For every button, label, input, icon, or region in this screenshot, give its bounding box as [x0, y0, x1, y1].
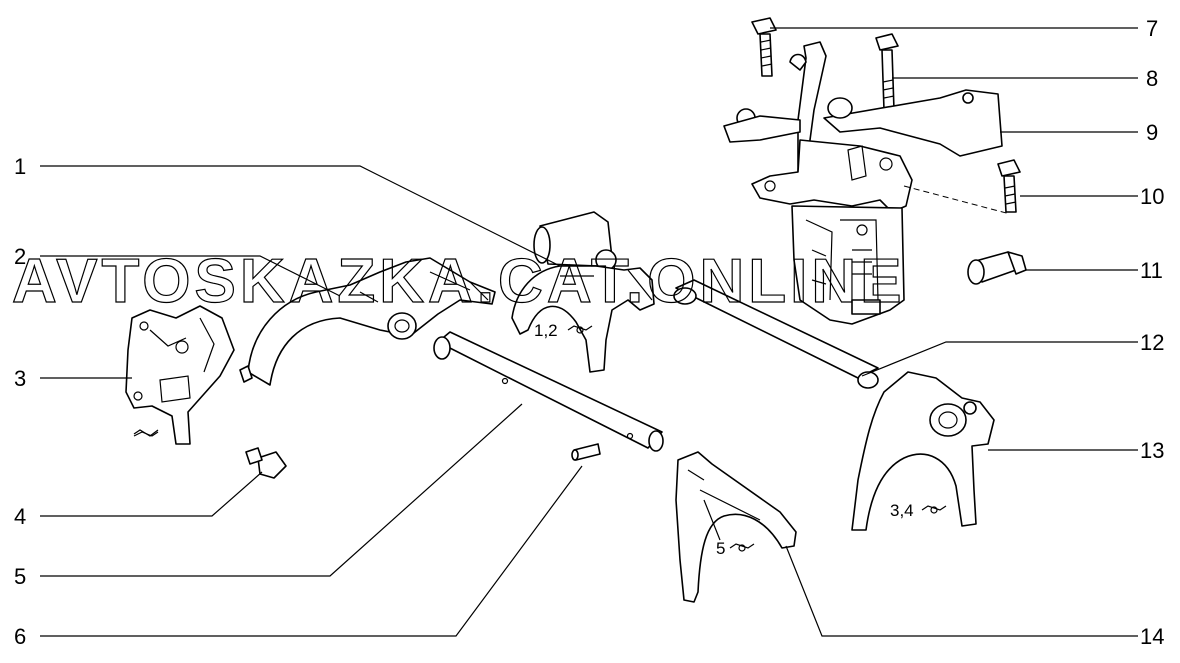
callout-11: 11 [1140, 258, 1163, 283]
callout-10: 10 [1140, 184, 1164, 209]
callout-14: 14 [1140, 624, 1164, 649]
bolt-top-right [875, 33, 899, 111]
callout-5: 5 [14, 564, 26, 589]
callout-numbers: 1 2 3 4 5 6 7 8 9 10 11 12 13 14 [14, 16, 1164, 649]
gear-symbol-icon [921, 505, 947, 514]
gear-note-5: 5 [716, 539, 755, 558]
callout-8: 8 [1146, 66, 1158, 91]
gear-note-1-2-label: 1,2 [534, 321, 558, 340]
selector-housing [723, 41, 1003, 325]
gear-note-5-label: 5 [716, 539, 725, 558]
bracket-symbol-icon [133, 431, 159, 437]
callout-7: 7 [1146, 16, 1158, 41]
plug [967, 251, 1027, 285]
callout-6: 6 [14, 624, 26, 649]
callout-2: 2 [14, 244, 26, 269]
fork-3-4 [851, 371, 995, 531]
callout-3: 3 [14, 366, 26, 391]
callout-13: 13 [1140, 438, 1164, 463]
callout-4: 4 [14, 504, 26, 529]
shift-rod-lower [433, 331, 664, 452]
callout-12: 12 [1140, 330, 1164, 355]
bolt-top-left [751, 17, 777, 77]
bolt-small [245, 447, 287, 479]
gear-symbol-icon [729, 543, 755, 552]
gear-note-3-4: 3,4 [890, 501, 947, 520]
fork-1-2 [511, 211, 655, 373]
pin [571, 443, 601, 461]
bolt-right [997, 159, 1021, 213]
leader-lines [40, 27, 1138, 637]
gear-symbol-icon [567, 325, 593, 334]
watermark: AVTOSKAZKA.CAT.ONLINE [12, 247, 905, 316]
gear-note-3-4-label: 3,4 [890, 501, 914, 520]
fork-reverse [239, 257, 496, 386]
fork-5 [675, 451, 797, 603]
gear-note-1-2: 1,2 [534, 321, 593, 340]
bracket [125, 305, 235, 445]
callout-9: 9 [1146, 120, 1158, 145]
callout-1: 1 [14, 154, 26, 179]
